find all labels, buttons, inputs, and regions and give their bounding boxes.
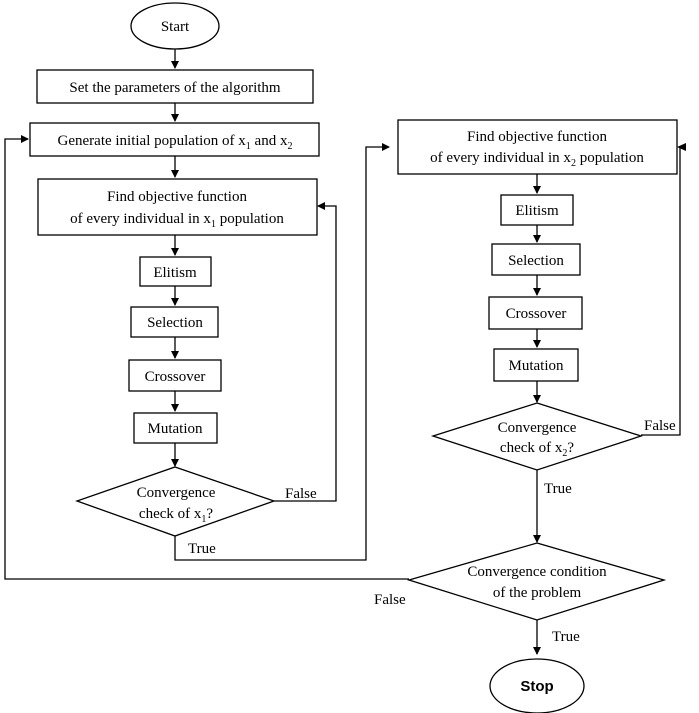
start-node: Start	[130, 2, 220, 50]
conv-x2-false-label: False	[644, 418, 676, 434]
generate-population-label: Generate initial population of x1 and x2	[58, 133, 293, 152]
start-label: Start	[161, 19, 190, 35]
elitism-x1-node: Elitism	[139, 256, 212, 287]
elitism-x1-box	[139, 256, 212, 287]
conv-x2-true-label: True	[544, 481, 572, 497]
objective-x1-box	[37, 178, 318, 236]
convergence-x1-line1: Convergence	[137, 485, 216, 501]
elitism-x2-box	[500, 194, 574, 226]
generate-population-node: Generate initial population of x1 and x2	[29, 122, 320, 157]
selection-x2-label: Selection	[508, 253, 564, 269]
set-parameters-label: Set the parameters of the algorithm	[69, 80, 281, 96]
edge-conv-x1-true	[174, 143, 390, 561]
selection-x1-label: Selection	[147, 315, 203, 331]
elitism-x1-label: Elitism	[153, 265, 197, 281]
elitism-x2-label: Elitism	[515, 203, 559, 219]
start-terminal	[130, 2, 220, 50]
mutation-x2-label: Mutation	[509, 358, 564, 374]
edge-conv-x2-false-up	[641, 146, 686, 436]
set-parameters-box	[36, 69, 314, 104]
crossover-x1-box	[128, 359, 222, 392]
convergence-problem-diamond	[406, 542, 667, 621]
edge-conv-x1-false	[274, 202, 337, 502]
selection-x2-box	[491, 243, 581, 276]
edge-labels: False True False True False True	[188, 418, 676, 645]
objective-x2-box	[397, 119, 678, 175]
objective-x2-line2: of every individual in x2 population	[430, 150, 644, 169]
mutation-x1-node: Mutation	[133, 412, 218, 444]
mutation-x2-box	[493, 348, 579, 382]
crossover-x2-label: Crossover	[506, 306, 567, 322]
mutation-x1-box	[133, 412, 218, 444]
convergence-x2-line1: Convergence	[498, 420, 577, 436]
crossover-x2-node: Crossover	[488, 296, 583, 330]
conv-problem-true-label: True	[552, 629, 580, 645]
conv-problem-false-label: False	[374, 592, 406, 608]
convergence-x1-diamond	[75, 466, 276, 537]
stop-label: Stop	[520, 678, 553, 695]
selection-x1-node: Selection	[130, 306, 219, 338]
objective-x1-line2: of every individual in x1 population	[70, 211, 284, 230]
conv-x1-false-label: False	[285, 486, 317, 502]
crossover-x1-node: Crossover	[128, 359, 222, 392]
objective-x2-node: Find objective function of every individ…	[397, 119, 678, 175]
arrowhead-into-objective-x2	[677, 143, 686, 151]
convergence-x2-diamond	[430, 402, 644, 471]
crossover-x1-label: Crossover	[145, 369, 206, 385]
objective-x2-line1: Find objective function	[467, 129, 607, 145]
selection-x1-box	[130, 306, 219, 338]
elitism-x2-node: Elitism	[500, 194, 574, 226]
stop-terminal	[489, 658, 585, 713]
mutation-x1-label: Mutation	[148, 421, 203, 437]
connectors	[4, 49, 686, 655]
set-parameters-node: Set the parameters of the algorithm	[36, 69, 314, 104]
conv-x1-true-label: True	[188, 541, 216, 557]
convergence-x2-line2: check of x2?	[500, 440, 574, 459]
objective-x1-line1: Find objective function	[107, 189, 247, 205]
convergence-problem-line2: of the problem	[493, 585, 582, 601]
convergence-x2-node: Convergence check of x2?	[430, 402, 644, 471]
generate-population-box	[29, 122, 320, 157]
crossover-x2-box	[488, 296, 583, 330]
convergence-x1-node: Convergence check of x1?	[75, 466, 276, 537]
selection-x2-node: Selection	[491, 243, 581, 276]
stop-node: Stop	[489, 658, 585, 713]
convergence-x1-line2: check of x1?	[139, 506, 213, 525]
mutation-x2-node: Mutation	[493, 348, 579, 382]
objective-x1-node: Find objective function of every individ…	[37, 178, 318, 236]
convergence-problem-node: Convergence condition of the problem	[406, 542, 667, 621]
convergence-problem-line1: Convergence condition	[467, 564, 607, 580]
edge-conv-problem-false	[4, 135, 409, 580]
